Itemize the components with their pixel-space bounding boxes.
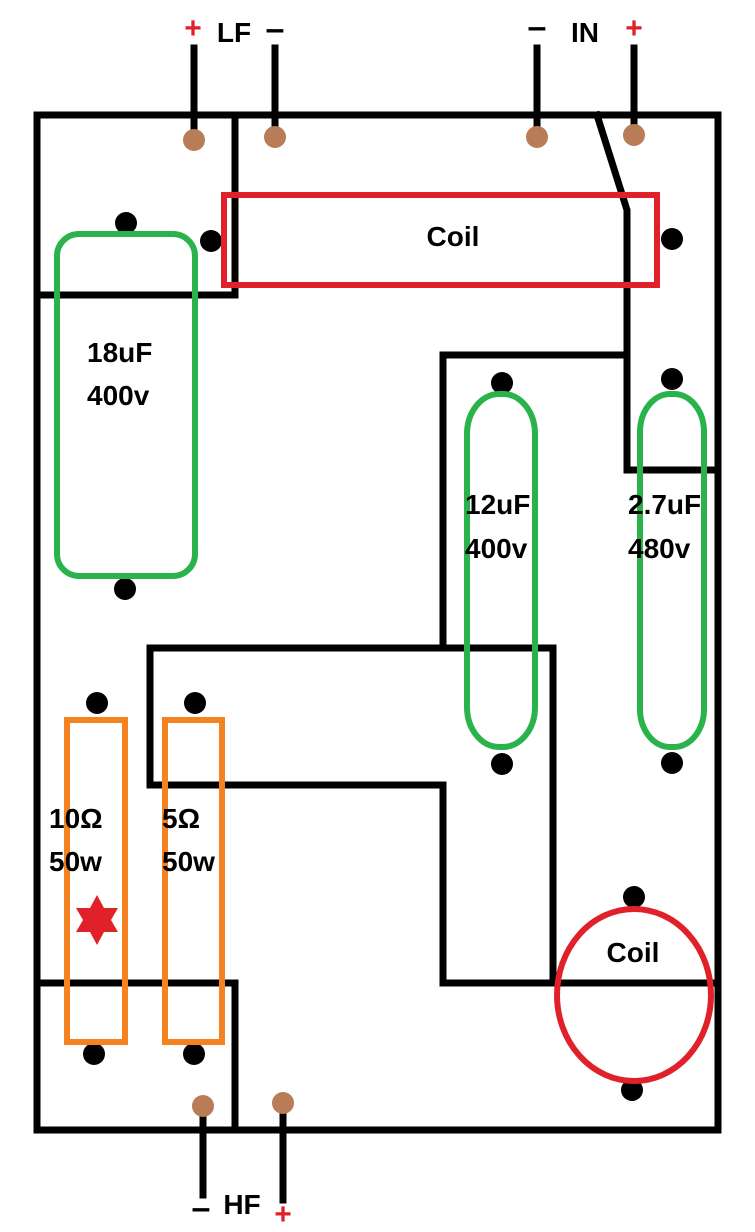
solder-point [115, 212, 137, 234]
hf-label: HF [223, 1189, 260, 1220]
terminal-pad-lf-minus [264, 126, 286, 148]
solder-point [661, 752, 683, 774]
cap-18uf-voltage: 400v [87, 380, 150, 411]
terminal-pad-hf-minus [192, 1095, 214, 1117]
in-label: IN [571, 17, 599, 48]
terminal-pad-in-minus [526, 126, 548, 148]
terminal-pad-in-plus [623, 124, 645, 146]
coil-bottom [554, 906, 714, 1084]
in-plus-sign: + [625, 12, 643, 45]
coil-top-label: Coil [427, 221, 480, 252]
solder-point [200, 230, 222, 252]
lf-label: LF [217, 17, 251, 48]
solder-point [183, 1043, 205, 1065]
trace-middle-upper [146, 644, 557, 987]
terminal-pad-hf-plus [272, 1092, 294, 1114]
cap-18uf-value: 18uF [87, 337, 152, 368]
solder-points [83, 212, 683, 1101]
res-10-value: 10Ω [49, 803, 103, 834]
resistor-10-ohm [64, 717, 128, 1045]
cap-2-7uf-value: 2.7uF [628, 489, 701, 520]
capacitor-18uf [54, 231, 198, 579]
solder-point [114, 578, 136, 600]
cap-12uf-value: 12uF [465, 489, 530, 520]
solder-point [491, 372, 513, 394]
res-5-power: 50w [162, 846, 215, 877]
coil-top [221, 192, 660, 288]
solder-point [491, 753, 513, 775]
terminal-pads [183, 124, 645, 1117]
trace-coil-to-12uf [439, 351, 631, 652]
coil-bottom-label: Coil [607, 937, 660, 968]
cap-12uf-voltage: 400v [465, 533, 528, 564]
solder-point [86, 692, 108, 714]
capacitor-2-7uf [637, 391, 707, 750]
board-traces [33, 44, 722, 1204]
solder-point [661, 228, 683, 250]
terminal-pad-lf-plus [183, 129, 205, 151]
hf-plus-sign: + [274, 1198, 292, 1231]
in-minus-sign: – [528, 8, 547, 46]
solder-point [621, 1079, 643, 1101]
red-star-icon [76, 895, 118, 945]
solder-point [623, 886, 645, 908]
capacitor-12uf [464, 391, 538, 750]
res-5-value: 5Ω [162, 803, 200, 834]
trace-middle-lower [146, 781, 722, 987]
trace-hf-minus-block [33, 979, 239, 1134]
lf-minus-sign: – [266, 10, 285, 48]
board-outline [33, 111, 722, 1134]
solder-point [83, 1043, 105, 1065]
cap-2-7uf-voltage: 480v [628, 533, 691, 564]
trace-in-plus-diagonal [592, 110, 722, 474]
hf-minus-sign: – [192, 1189, 211, 1227]
res-10-power: 50w [49, 846, 102, 877]
lf-plus-sign: + [184, 12, 202, 45]
solder-point [184, 692, 206, 714]
solder-point [661, 368, 683, 390]
trace-lf-plus-block [33, 111, 239, 299]
resistor-5-ohm [162, 717, 225, 1045]
